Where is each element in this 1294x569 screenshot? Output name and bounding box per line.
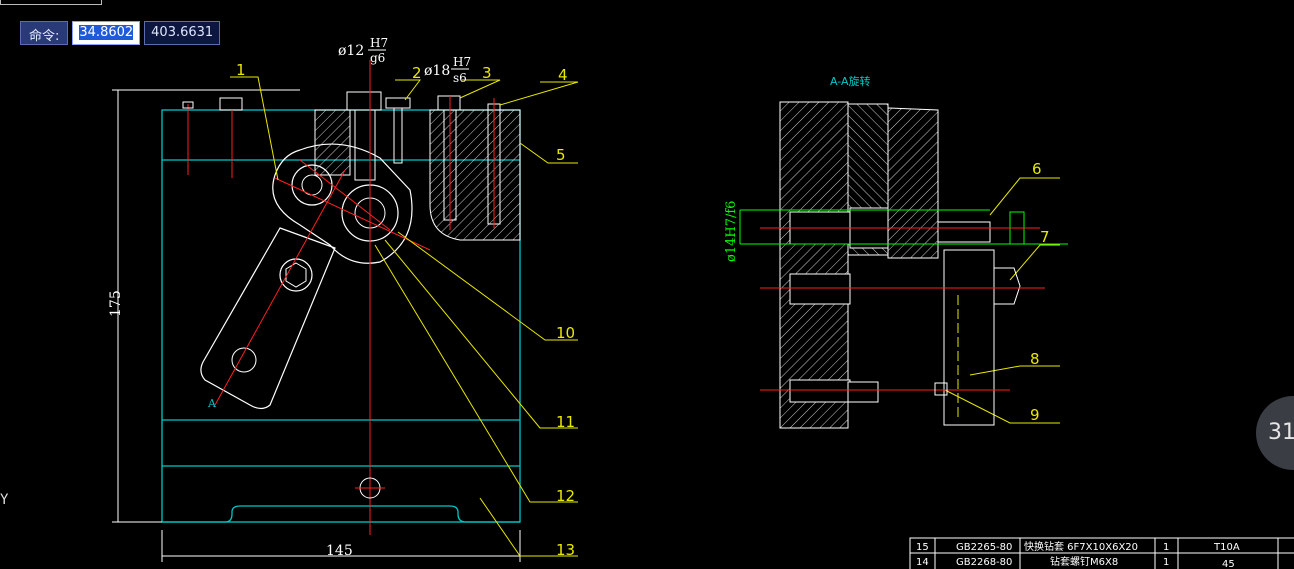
fit-top-label: ø12 bbox=[338, 43, 364, 59]
table-row-no: 15 bbox=[916, 542, 929, 553]
dimension-width: 145 bbox=[326, 543, 353, 559]
fit-right-label: ø18 bbox=[424, 63, 450, 79]
dimension-height: 175 bbox=[108, 290, 124, 317]
fit-right-denominator: s6 bbox=[453, 71, 467, 85]
table-row-qty: 1 bbox=[1163, 542, 1169, 553]
command-bar: 命令: 34.8602 403.6631 bbox=[20, 21, 221, 45]
table-row-material: 45 bbox=[1222, 559, 1235, 569]
fit-top-numerator: H7 bbox=[370, 36, 388, 50]
callout-2: 2 bbox=[412, 64, 422, 82]
callout-leaders bbox=[230, 76, 1060, 557]
callout-3: 3 bbox=[482, 64, 492, 82]
parts-table-text: 15 GB2265-80 快换钻套 6F7X10X6X20 1 T10A 14 … bbox=[916, 540, 1240, 569]
table-row-code: GB2265-80 bbox=[956, 542, 1012, 553]
side-fit-annotation: ø14H7/f6 bbox=[724, 201, 739, 262]
callout-numbers: 1 2 3 4 5 6 7 8 9 10 11 12 13 bbox=[236, 61, 1050, 559]
callout-11: 11 bbox=[556, 413, 575, 431]
table-row-name: 快换钻套 6F7X10X6X20 bbox=[1024, 540, 1138, 553]
table-row-no: 14 bbox=[916, 557, 929, 568]
section-title: A-A旋转 bbox=[830, 74, 871, 88]
fit-top-denominator: g6 bbox=[370, 51, 385, 65]
callout-13: 13 bbox=[556, 541, 575, 559]
command-label: 命令: bbox=[20, 21, 69, 45]
fit-right-numerator: H7 bbox=[453, 55, 471, 69]
section-view-a-a: A-A旋转 ø14H7/f6 bbox=[724, 74, 1068, 429]
y-coordinate-input[interactable]: 403.6631 bbox=[144, 21, 221, 45]
x-coordinate-input[interactable]: 34.8602 bbox=[72, 21, 141, 45]
callout-8: 8 bbox=[1030, 350, 1040, 368]
table-row-code: GB2268-80 bbox=[956, 557, 1012, 568]
callout-4: 4 bbox=[558, 66, 568, 84]
callout-1: 1 bbox=[236, 61, 246, 79]
fit-annotations: ø12 H7 g6 ø18 H7 s6 175 145 A bbox=[108, 36, 471, 559]
callout-5: 5 bbox=[556, 146, 566, 164]
callout-10: 10 bbox=[556, 324, 575, 342]
table-row-name: 钻套螺钉M6X8 bbox=[1050, 555, 1118, 568]
fixture-front-view bbox=[112, 60, 521, 562]
x-coordinate-value: 34.8602 bbox=[79, 25, 134, 40]
window-frame-corner bbox=[0, 0, 102, 5]
callout-6: 6 bbox=[1032, 160, 1042, 178]
callout-12: 12 bbox=[556, 487, 575, 505]
ucs-y-axis-icon: Y bbox=[0, 492, 9, 508]
table-row-qty: 1 bbox=[1163, 557, 1169, 568]
section-mark-a: A bbox=[207, 397, 217, 410]
callout-9: 9 bbox=[1030, 406, 1040, 424]
parts-table bbox=[909, 537, 1294, 569]
table-row-material: T10A bbox=[1213, 542, 1240, 553]
callout-7: 7 bbox=[1040, 228, 1050, 246]
